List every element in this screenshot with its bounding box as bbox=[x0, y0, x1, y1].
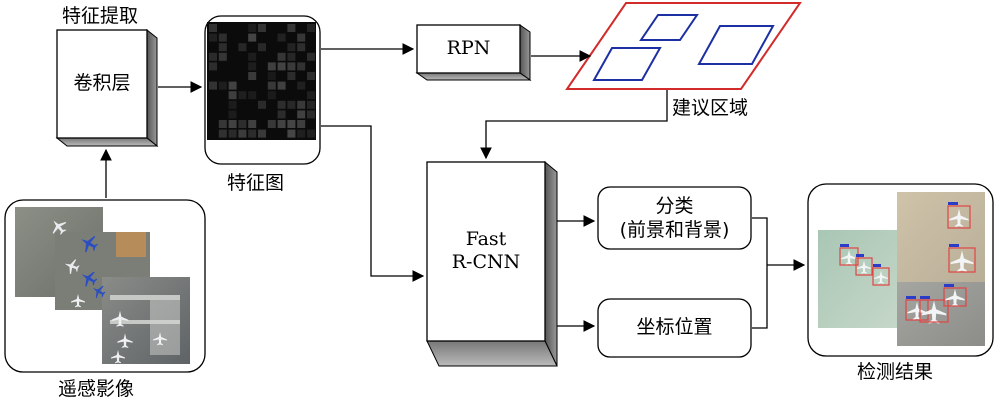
airplane-icon bbox=[52, 220, 67, 235]
rpn-label: RPN bbox=[446, 37, 491, 59]
detection-tag bbox=[949, 244, 959, 247]
airplane-icon bbox=[857, 260, 871, 274]
airplane-icon bbox=[92, 285, 106, 299]
proposal-box bbox=[592, 47, 662, 81]
detection-box bbox=[872, 267, 890, 286]
arrow-featuremap-to-fastrcnn bbox=[321, 125, 425, 282]
airplane-icon bbox=[71, 294, 85, 308]
classification-label-line1: 分类 bbox=[655, 195, 694, 217]
airplane-icon bbox=[81, 236, 99, 253]
airplane-icon bbox=[950, 250, 974, 272]
fast-rcnn-label-line2: R-CNN bbox=[451, 251, 521, 273]
fast-rcnn-label-line1: Fast bbox=[465, 228, 507, 250]
airplane-icon bbox=[81, 271, 98, 287]
airplane-icon bbox=[841, 249, 857, 265]
detection-results-panel bbox=[807, 183, 994, 357]
detection-box bbox=[948, 247, 976, 273]
detection-tag bbox=[840, 244, 849, 247]
remote-images-label: 遥感影像 bbox=[58, 378, 135, 400]
detection-box bbox=[905, 299, 929, 321]
airplane-icon bbox=[117, 333, 133, 348]
detection-box bbox=[855, 257, 873, 276]
proposal-regions-figure bbox=[565, 1, 802, 90]
detection-tag bbox=[948, 202, 958, 205]
detection-tag bbox=[944, 284, 954, 287]
proposal-box bbox=[697, 25, 775, 65]
airplane-icon bbox=[64, 259, 80, 275]
airplane-icon bbox=[921, 300, 947, 324]
feature-map-panel bbox=[204, 15, 321, 165]
airplane-icon bbox=[949, 208, 969, 227]
arrow-proposals-to-fastrcnn bbox=[480, 90, 668, 160]
rpn-block bbox=[415, 24, 532, 81]
bbox-position-label: 坐标位置 bbox=[636, 316, 713, 338]
airplane-icon bbox=[945, 288, 965, 307]
connectors bbox=[100, 43, 806, 332]
bracket-merge bbox=[752, 217, 768, 329]
airplane-icon bbox=[111, 310, 129, 327]
conv-layer-block bbox=[55, 28, 159, 148]
proposals-label: 建议区域 bbox=[672, 97, 749, 119]
detection-tag bbox=[906, 296, 916, 299]
detection-box bbox=[947, 205, 971, 229]
detection-tag bbox=[920, 296, 930, 299]
detection-box bbox=[919, 299, 949, 323]
airplane-icon bbox=[153, 332, 167, 346]
classification-label-line2: (前景和背景) bbox=[619, 219, 730, 241]
fast-rcnn-block bbox=[426, 160, 558, 367]
detection-image bbox=[897, 192, 985, 282]
detection-tag bbox=[873, 264, 881, 267]
remote-sensing-images-panel bbox=[4, 199, 206, 373]
airplane-icon bbox=[907, 301, 927, 320]
detection-tag bbox=[856, 254, 864, 257]
classification-box bbox=[597, 186, 752, 250]
airplane-icon bbox=[874, 270, 888, 284]
detection-box bbox=[943, 287, 967, 307]
bbox-position-box bbox=[597, 298, 752, 358]
feature-map-label: 特征图 bbox=[227, 172, 285, 194]
proposal-box bbox=[639, 14, 699, 41]
feature-extraction-title: 特征提取 bbox=[62, 5, 139, 27]
conv-layer-label: 卷积层 bbox=[73, 72, 131, 94]
detection-image bbox=[818, 230, 908, 328]
detection-results-label: 检测结果 bbox=[857, 361, 934, 383]
airplane-icon bbox=[111, 350, 125, 364]
